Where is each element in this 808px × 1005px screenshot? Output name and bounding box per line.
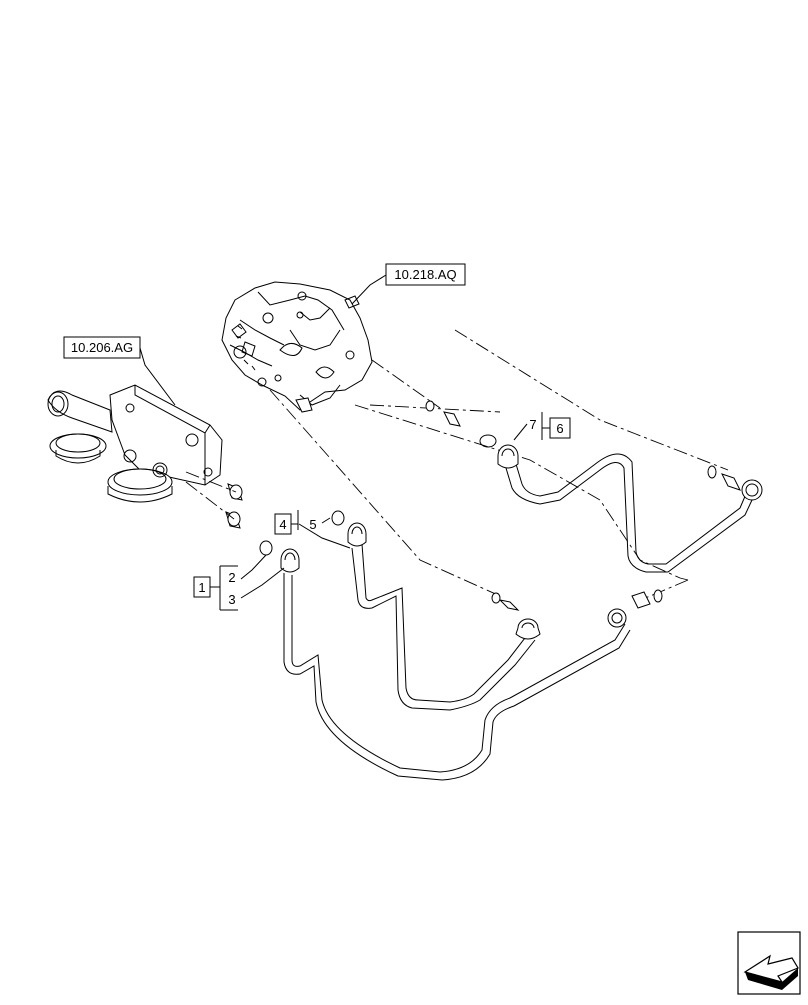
ref-label-pump: 10.218.AQ — [394, 267, 456, 282]
item-box-6: 6 — [549, 417, 571, 439]
item-2-label: 2 — [228, 570, 235, 585]
item-6-label: 6 — [556, 421, 563, 436]
pipe-1 — [283, 573, 631, 781]
ref-label-filter: 10.206.AG — [71, 340, 133, 355]
leader-lines — [139, 274, 543, 611]
pipe-fittings — [280, 400, 763, 640]
filter-head-drawing — [47, 384, 223, 503]
arrow-navigation-icon[interactable] — [737, 931, 801, 995]
item-7-label: 7 — [529, 417, 536, 432]
o-ring-2 — [259, 540, 273, 556]
o-rings — [259, 434, 497, 556]
item-box-4: 4 — [274, 513, 292, 535]
ref-box-pump[interactable]: 10.218.AQ — [385, 263, 466, 286]
ref-box-filter[interactable]: 10.206.AG — [63, 336, 141, 359]
pipe-3 — [505, 453, 753, 573]
pipe-2 — [351, 543, 536, 711]
item-5-label: 5 — [309, 517, 316, 532]
item-box-1: 1 — [193, 576, 211, 598]
o-ring-5 — [331, 510, 345, 526]
item-4-label: 4 — [279, 517, 286, 532]
fuel-pump-drawing — [221, 281, 373, 413]
item-1-label: 1 — [198, 580, 205, 595]
item-3-label: 3 — [228, 592, 235, 607]
filter-unions — [225, 483, 243, 529]
o-ring-7 — [479, 434, 497, 448]
